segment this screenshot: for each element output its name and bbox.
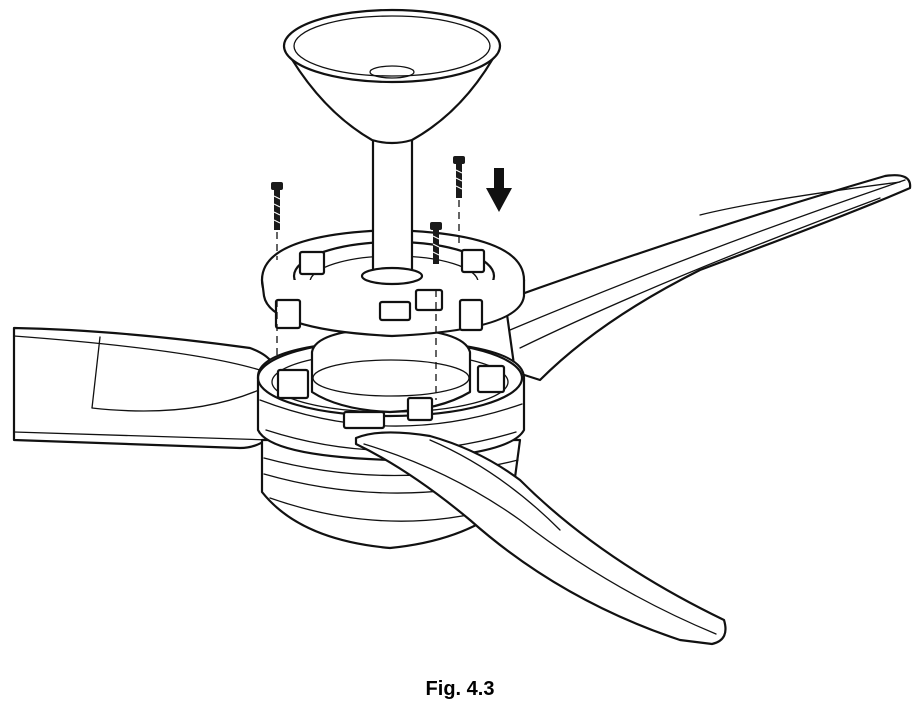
right-blade [503, 174, 912, 382]
left-blade [12, 326, 278, 450]
screw-right [453, 156, 465, 248]
front-blade [354, 431, 727, 646]
down-arrow-icon [486, 168, 512, 212]
screw-center [430, 222, 442, 400]
canopy [282, 8, 502, 145]
downrod [360, 138, 424, 286]
screw-left [271, 182, 283, 360]
figure-caption: Fig. 4.3 [425, 678, 495, 700]
fan-assembly-illustration [12, 8, 912, 646]
